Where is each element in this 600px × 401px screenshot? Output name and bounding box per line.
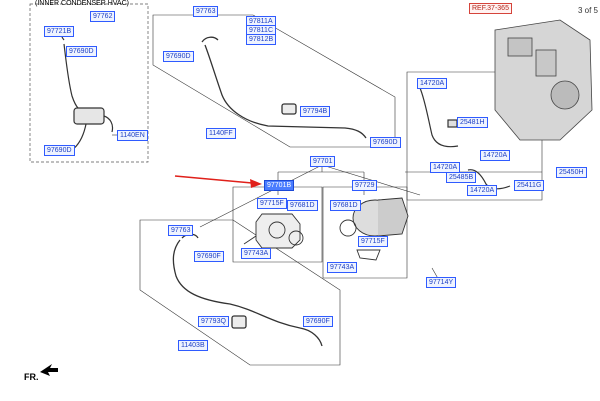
compressor-bracket (243, 213, 304, 249)
callout-97690f-bottom[interactable]: 97690F (194, 251, 224, 262)
callout-14720a-2[interactable]: 14720A (480, 150, 511, 161)
front-arrow-icon (40, 364, 58, 376)
callout-97681d-left[interactable]: 97681D (287, 200, 318, 211)
callout-97793q[interactable]: 97793Q (198, 316, 229, 327)
callout-25450h[interactable]: 25450H (556, 167, 587, 178)
callout-97762[interactable]: 97762 (90, 11, 116, 22)
callout-1140en[interactable]: 1140EN (117, 130, 148, 141)
compressor-right-group-outline (322, 186, 408, 279)
callout-97721b[interactable]: 97721B (44, 26, 75, 37)
callout-97690f-bottom-right[interactable]: 97690F (303, 316, 333, 327)
callout-1140ff[interactable]: 1140FF (206, 128, 236, 139)
callout-97794b[interactable]: 97794B (300, 106, 331, 117)
front-marker: FR. (24, 372, 39, 382)
callout-97812b[interactable]: 97812B (246, 34, 277, 45)
callout-97715f-left[interactable]: 97715F (257, 198, 287, 209)
callout-25485b[interactable]: 25485B (446, 172, 477, 183)
bottom-discharge-hose (172, 233, 323, 347)
inner-condenser-hose (60, 29, 114, 151)
electric-compressor (339, 197, 409, 261)
callout-97690d-top-right[interactable]: 97690D (370, 137, 401, 148)
callout-14720a-3[interactable]: 14720A (430, 162, 461, 173)
callout-14720a-4[interactable]: 14720A (467, 185, 498, 196)
motor-unit-reference (494, 19, 593, 141)
callout-97743a-left[interactable]: 97743A (241, 248, 272, 259)
callout-97690d-inset-bottom[interactable]: 97690D (44, 145, 75, 156)
callout-14720a-1[interactable]: 14720A (417, 78, 448, 89)
callout-97715f-right[interactable]: 97715F (358, 236, 388, 247)
callout-97729[interactable]: 97729 (352, 180, 378, 191)
callout-97690d-top[interactable]: 97690D (163, 51, 194, 62)
callout-97743a-right[interactable]: 97743A (327, 262, 358, 273)
callout-97701[interactable]: 97701 (310, 156, 336, 167)
highlight-arrow (174, 175, 262, 188)
callout-97763-top[interactable]: 97763 (193, 6, 219, 17)
callout-11403b[interactable]: 11403B (178, 340, 208, 351)
bottom-hose-group-outline (139, 219, 341, 366)
callout-25411g[interactable]: 25411G (514, 180, 545, 191)
page-indicator: 3 of 5 (577, 6, 598, 15)
callout-97681d-right[interactable]: 97681D (330, 200, 361, 211)
inset-box (29, 3, 149, 163)
callout-25481h[interactable]: 25481H (457, 117, 488, 128)
callout-ref-37-365[interactable]: REF.37-365 (469, 3, 512, 14)
inset-title: (INNER CONDENSER HVAC) (35, 0, 129, 7)
callout-selected-part[interactable]: 97701B (264, 180, 295, 191)
top-suction-hose (201, 36, 367, 139)
callout-97763-bottom[interactable]: 97763 (168, 225, 194, 236)
callout-97690d-inset-top[interactable]: 97690D (66, 46, 97, 57)
callout-97714y[interactable]: 97714Y (426, 277, 457, 288)
